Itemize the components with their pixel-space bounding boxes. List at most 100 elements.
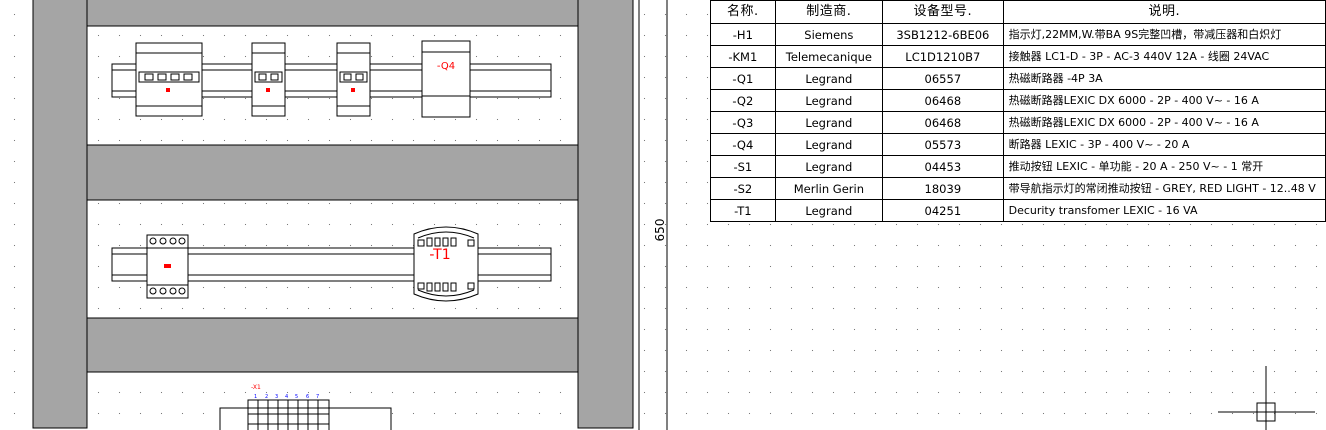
terminal	[442, 237, 449, 247]
cell-description: 热磁断路器LEXIC DX 6000 - 2P - 400 V~ - 16 A	[1002, 111, 1326, 134]
cell-maker: Merlin Gerin	[774, 177, 884, 200]
breaker-q1[interactable]	[135, 42, 203, 117]
breaker-pole	[270, 73, 279, 81]
cell-model: 05573	[882, 133, 1004, 156]
cell-maker: Telemecanique	[774, 45, 884, 68]
cell-name: -S1	[710, 155, 776, 178]
table-row[interactable]: -S1 Legrand 04453 推动按钮 LEXIC - 单功能 - 20 …	[710, 155, 1326, 178]
cell-description: 热磁断路器 -4P 3A	[1002, 67, 1326, 90]
cell-model: 18039	[882, 177, 1004, 200]
left-side-panel	[32, 0, 88, 429]
breaker-window	[138, 71, 200, 83]
breaker-q4[interactable]: -Q4	[421, 40, 471, 118]
breaker-window	[254, 71, 283, 83]
terminal-numbers: 1 2 3 4 5 6 7	[254, 394, 319, 400]
breaker-pole	[170, 73, 180, 81]
cell-name: -H1	[710, 23, 776, 46]
terminal-screw	[159, 237, 167, 245]
breaker-body	[421, 40, 471, 118]
table-row[interactable]: -Q4 Legrand 05573 断路器 LEXIC - 3P - 400 V…	[710, 133, 1326, 156]
right-side-panel	[577, 0, 634, 429]
table-row[interactable]: -Q2 Legrand 06468 热磁断路器LEXIC DX 6000 - 2…	[710, 89, 1326, 112]
cell-model: 04251	[882, 199, 1004, 222]
terminal-number: 3	[275, 394, 278, 400]
cell-name: -T1	[710, 199, 776, 222]
transformer-t1[interactable]: -T1	[413, 226, 479, 302]
terminal-screw	[178, 237, 186, 245]
table-row[interactable]: -KM1 Telemecanique LC1D1210B7 接触器 LC1-D …	[710, 45, 1326, 68]
terminal-screw	[169, 287, 177, 295]
mount-tab	[467, 282, 475, 290]
breaker-pole	[183, 73, 193, 81]
t1-label: -T1	[429, 247, 450, 263]
contactor-km1[interactable]	[146, 234, 189, 299]
mount-tab	[467, 239, 475, 247]
cell-model: LC1D1210B7	[882, 45, 1004, 68]
cell-maker: Legrand	[774, 89, 884, 112]
table-header-row: 名称. 制造商. 设备型号. 说明.	[710, 0, 1326, 24]
cell-model: 04453	[882, 155, 1004, 178]
transformer-arc	[417, 289, 475, 297]
breaker-q2[interactable]	[251, 42, 286, 117]
terminal	[450, 282, 457, 292]
table-row[interactable]: -S2 Merlin Gerin 18039 带导航指示灯的常闭推动按钮 - G…	[710, 177, 1326, 200]
cell-model: 06557	[882, 67, 1004, 90]
terminal	[426, 282, 433, 292]
middle-cross-member	[86, 144, 579, 201]
breaker-window	[339, 71, 368, 83]
breaker-pole	[258, 73, 267, 81]
cabinet-frame	[32, 0, 640, 430]
table-row[interactable]: -T1 Legrand 04251 Decurity transfomer LE…	[710, 199, 1326, 222]
cell-maker: Siemens	[774, 23, 884, 46]
terminal-screw	[159, 287, 167, 295]
cell-description: 带导航指示灯的常闭推动按钮 - GREY, RED LIGHT - 12..48…	[1002, 177, 1326, 200]
cell-name: -Q1	[710, 67, 776, 90]
breaker-q3[interactable]	[336, 42, 371, 117]
terminal-strip-x1[interactable]: -X1 1 2 3 4 5 6 7	[219, 384, 392, 430]
cell-maker: Legrand	[774, 67, 884, 90]
cell-model: 06468	[882, 89, 1004, 112]
breaker-pole	[343, 73, 352, 81]
cell-maker: Legrand	[774, 111, 884, 134]
cell-description: 推动按钮 LEXIC - 单功能 - 20 A - 250 V~ - 1 常开	[1002, 155, 1326, 178]
cell-description: 热磁断路器LEXIC DX 6000 - 2P - 400 V~ - 16 A	[1002, 89, 1326, 112]
cell-description: 接触器 LC1-D - 3P - AC-3 440V 12A - 线圈 24VA…	[1002, 45, 1326, 68]
terminal	[450, 237, 457, 247]
transformer-arc	[417, 231, 475, 239]
cell-model: 3SB1212-6BE06	[882, 23, 1004, 46]
terminal-screw	[178, 287, 186, 295]
x1-label: -X1	[251, 384, 261, 391]
cell-name: -Q3	[710, 111, 776, 134]
breaker-pole	[144, 73, 154, 81]
table-row[interactable]: -H1 Siemens 3SB1212-6BE06 指示灯,22MM,W.带BA…	[710, 23, 1326, 46]
cell-name: -S2	[710, 177, 776, 200]
terminal-screw	[169, 237, 177, 245]
terminal	[426, 237, 433, 247]
table-row[interactable]: -Q1 Legrand 06557 热磁断路器 -4P 3A	[710, 67, 1326, 90]
terminal-number: 1	[254, 394, 257, 400]
cell-description: Decurity transfomer LEXIC - 16 VA	[1002, 199, 1326, 222]
column-header-name[interactable]: 名称.	[710, 0, 776, 24]
height-dimension: 650	[653, 0, 668, 430]
terminal	[442, 282, 449, 292]
mount-tab	[417, 282, 425, 290]
column-header-model[interactable]: 设备型号.	[882, 0, 1004, 24]
column-header-maker[interactable]: 制造商.	[774, 0, 884, 24]
table-row[interactable]: -Q3 Legrand 06468 热磁断路器LEXIC DX 6000 - 2…	[710, 111, 1326, 134]
q4-label: -Q4	[437, 61, 455, 72]
column-header-description[interactable]: 说明.	[1002, 0, 1326, 24]
bottom-cross-member	[86, 317, 579, 373]
status-mark	[164, 264, 171, 268]
terminal-number: 7	[316, 394, 319, 400]
terminal-number: 2	[265, 394, 268, 400]
terminal-number: 4	[285, 394, 288, 400]
bill-of-materials-table: 名称. 制造商. 设备型号. 说明. -H1 Siemens 3SB1212-6…	[710, 0, 1326, 222]
crosshair-pickbox	[1256, 402, 1276, 422]
cell-maker: Legrand	[774, 199, 884, 222]
breaker-pole	[157, 73, 167, 81]
cell-name: -Q4	[710, 133, 776, 156]
breaker-pole	[355, 73, 364, 81]
terminal-number: 6	[306, 394, 309, 400]
